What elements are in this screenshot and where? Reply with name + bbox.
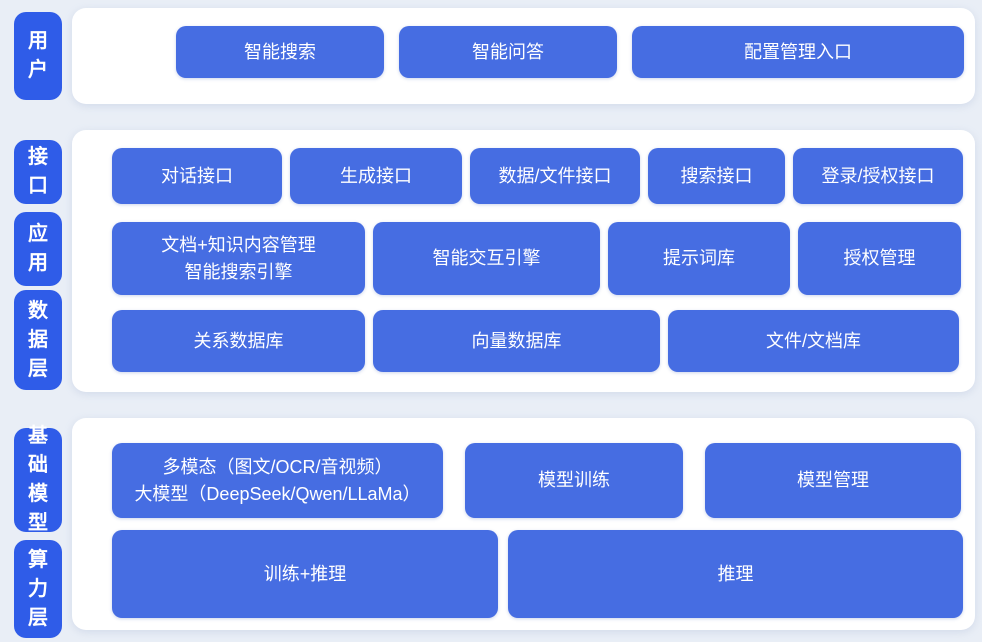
node-intelligent-interaction-engine: 智能交互引擎 <box>373 222 600 295</box>
compute-row: 训练+推理 推理 <box>112 530 975 618</box>
node-model-management: 模型管理 <box>705 443 961 518</box>
node-config-management-entry: 配置管理入口 <box>632 26 964 78</box>
foundation-model-row: 多模态（图文/OCR/音视频） 大模型（DeepSeek/Qwen/LLaMa）… <box>112 443 975 518</box>
node-login-auth-api: 登录/授权接口 <box>793 148 963 204</box>
layer-label-foundation-model: 基础模型 <box>14 425 62 534</box>
node-generation-api: 生成接口 <box>290 148 462 204</box>
layer-label-interface: 接口 <box>14 140 62 204</box>
data-row: 关系数据库 向量数据库 文件/文档库 <box>112 310 975 372</box>
layer-label-application: 应用 <box>14 212 62 286</box>
node-smart-search: 智能搜索 <box>176 26 384 78</box>
node-file-document-store: 文件/文档库 <box>668 310 959 372</box>
node-prompt-library: 提示词库 <box>608 222 790 295</box>
interface-row: 对话接口 生成接口 数据/文件接口 搜索接口 登录/授权接口 <box>112 148 975 204</box>
layer-label-compute-text: 算力层 <box>28 548 48 629</box>
layer-label-data: 数据层 <box>14 290 62 390</box>
node-model-training: 模型训练 <box>465 443 683 518</box>
layer-label-application-text: 应用 <box>28 223 48 274</box>
node-dialog-api: 对话接口 <box>112 148 282 204</box>
panel-middle-layers: 对话接口 生成接口 数据/文件接口 搜索接口 登录/授权接口 文档+知识内容管理… <box>72 130 975 392</box>
node-doc-knowledge-search-engine: 文档+知识内容管理 智能搜索引擎 <box>112 222 365 295</box>
layer-label-interface-text: 接口 <box>28 146 48 197</box>
layer-label-user-text: 用户 <box>28 30 48 81</box>
node-training-inference: 训练+推理 <box>112 530 498 618</box>
panel-bottom-layers: 多模态（图文/OCR/音视频） 大模型（DeepSeek/Qwen/LLaMa）… <box>72 418 975 630</box>
layer-label-data-text: 数据层 <box>28 299 48 380</box>
node-data-file-api: 数据/文件接口 <box>470 148 640 204</box>
node-inference: 推理 <box>508 530 963 618</box>
application-row: 文档+知识内容管理 智能搜索引擎 智能交互引擎 提示词库 授权管理 <box>112 222 975 295</box>
panel-user-layer: 智能搜索 智能问答 配置管理入口 <box>72 8 975 104</box>
node-vector-database: 向量数据库 <box>373 310 660 372</box>
layer-label-user: 用户 <box>14 12 62 100</box>
node-relational-database: 关系数据库 <box>112 310 365 372</box>
node-authorization-management: 授权管理 <box>798 222 961 295</box>
user-row: 智能搜索 智能问答 配置管理入口 <box>176 26 975 78</box>
layer-label-compute: 算力层 <box>14 540 62 638</box>
node-multimodal-llm: 多模态（图文/OCR/音视频） 大模型（DeepSeek/Qwen/LLaMa） <box>112 443 443 518</box>
layer-label-foundation-model-text: 基础模型 <box>28 425 48 534</box>
node-search-api: 搜索接口 <box>648 148 785 204</box>
node-smart-qa: 智能问答 <box>399 26 617 78</box>
